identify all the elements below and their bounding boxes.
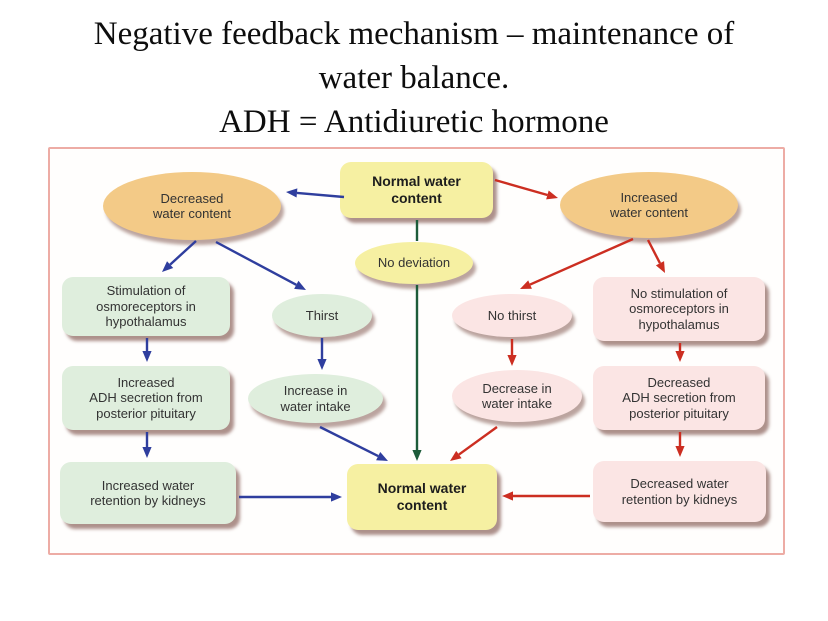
node-no-stimulation-osmoreceptors: No stimulation of osmoreceptors in hypot… [593, 277, 765, 341]
node-increase-water-intake: Increase in water intake [248, 374, 383, 423]
title-line-2: water balance. [318, 60, 510, 96]
node-no-thirst: No thirst [452, 294, 572, 337]
title-line-3: ADH = Antidiuretic hormone [219, 104, 609, 140]
node-decreased-water-retention: Decreased water retention by kidneys [593, 461, 766, 522]
node-thirst: Thirst [272, 294, 372, 337]
node-decreased-water-content: Decreased water content [103, 172, 281, 240]
node-decrease-water-intake: Decrease in water intake [452, 370, 582, 422]
node-stimulation-osmoreceptors: Stimulation of osmoreceptors in hypothal… [62, 277, 230, 336]
node-decreased-adh-secretion: Decreased ADH secretion from posterior p… [593, 366, 765, 430]
node-increased-water-content: Increased water content [560, 172, 738, 238]
node-no-deviation: No deviation [355, 242, 473, 284]
slide-title: Negative feedback mechanism – maintenanc… [0, 12, 828, 144]
title-line-1: Negative feedback mechanism – maintenanc… [93, 16, 735, 52]
node-normal-water-content-bottom: Normal water content [347, 464, 497, 530]
node-increased-water-retention: Increased water retention by kidneys [60, 462, 236, 524]
node-increased-adh-secretion: Increased ADH secretion from posterior p… [62, 366, 230, 430]
node-normal-water-content-top: Normal water content [340, 162, 493, 218]
